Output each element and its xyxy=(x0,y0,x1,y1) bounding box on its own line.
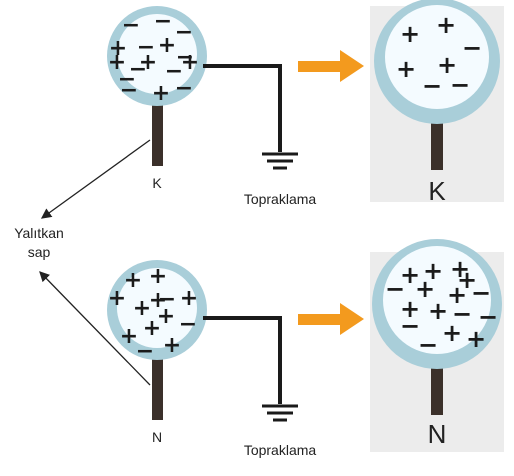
negative-charge-sign: − xyxy=(176,45,194,70)
ground-symbol-bottom xyxy=(262,404,298,422)
label-k-right: K xyxy=(428,176,446,206)
negative-charge-sign: − xyxy=(154,9,172,34)
positive-charge-sign: + xyxy=(149,264,167,289)
negative-charge-sign: − xyxy=(179,312,197,337)
negative-charge-sign: − xyxy=(478,303,498,331)
positive-charge-sign: + xyxy=(109,36,127,61)
ground-label-top: Topraklama xyxy=(244,191,317,207)
positive-charge-sign: + xyxy=(466,325,486,353)
positive-charge-sign: + xyxy=(436,11,456,39)
negative-charge-sign: − xyxy=(400,312,420,340)
negative-charge-sign: − xyxy=(175,20,193,45)
positive-charge-sign: + xyxy=(442,319,462,347)
n-handle xyxy=(152,348,163,420)
negative-charge-sign: − xyxy=(418,331,438,359)
negative-charge-sign: − xyxy=(136,339,154,364)
insulating-handle-label-line2: sap xyxy=(28,244,51,260)
process-arrow-bottom xyxy=(298,303,364,335)
positive-charge-sign: + xyxy=(428,297,448,325)
insulating-handle-label-line1: Yalıtkan xyxy=(14,225,64,241)
ground-symbol-top xyxy=(262,152,298,170)
n-after-sphere-inner xyxy=(383,246,491,354)
positive-charge-sign: + xyxy=(133,296,151,321)
positive-charge-sign: + xyxy=(124,268,142,293)
label-n-right: N xyxy=(428,419,447,449)
n-charges-after: +++−++−++−−−++−+ xyxy=(385,255,498,359)
positive-charge-sign: + xyxy=(152,81,170,106)
positive-charge-sign: + xyxy=(400,261,420,289)
positive-charge-sign: + xyxy=(396,55,416,83)
k-after-sphere-inner xyxy=(385,5,489,109)
negative-charge-sign: − xyxy=(122,13,140,38)
positive-charge-sign: + xyxy=(423,257,443,285)
negative-charge-sign: − xyxy=(471,279,491,307)
negative-charge-sign: − xyxy=(158,287,176,312)
positive-charge-sign: + xyxy=(108,50,126,75)
negative-charge-sign: − xyxy=(129,57,147,82)
pointer-arrow-to-k-handle xyxy=(40,139,151,219)
k-sphere-inner xyxy=(117,14,197,94)
positive-charge-sign: + xyxy=(447,281,467,309)
positive-charge-sign: + xyxy=(457,266,477,294)
ground-wire-bottom xyxy=(203,316,282,404)
positive-charge-sign: + xyxy=(180,286,198,311)
negative-charge-sign: − xyxy=(175,76,193,101)
positive-charge-sign: + xyxy=(181,50,199,75)
negative-charge-sign: − xyxy=(118,67,136,92)
positive-charge-sign: + xyxy=(400,20,420,48)
n-charges-before: +++−+++−++−++ xyxy=(108,264,198,364)
positive-charge-sign: + xyxy=(415,275,435,303)
negative-charge-sign: − xyxy=(462,34,482,62)
negative-charge-sign: − xyxy=(452,300,472,328)
positive-charge-sign: + xyxy=(157,304,175,329)
k-charges-after: ++−++−− xyxy=(396,11,482,100)
ground-label-bottom: Topraklama xyxy=(244,442,317,458)
positive-charge-sign: + xyxy=(400,295,420,323)
negative-charge-sign: − xyxy=(385,275,405,303)
positive-charge-sign: + xyxy=(149,288,167,313)
positive-charge-sign: + xyxy=(450,255,470,283)
negative-charge-sign: − xyxy=(137,35,155,60)
n-sphere-inner xyxy=(117,268,197,348)
positive-charge-sign: + xyxy=(120,324,138,349)
ground-wire-top xyxy=(203,64,282,152)
positive-charge-sign: + xyxy=(139,50,157,75)
positive-charge-sign: + xyxy=(108,286,126,311)
k-charges-before: −−−+−+−+−−++−−+− xyxy=(108,9,199,106)
negative-charge-sign: − xyxy=(120,78,138,103)
positive-charge-sign: + xyxy=(158,33,176,58)
positive-charge-sign: + xyxy=(163,333,181,358)
negative-charge-sign: − xyxy=(422,72,442,100)
label-n-left: N xyxy=(152,429,162,445)
negative-charge-sign: − xyxy=(450,71,470,99)
k-handle xyxy=(152,100,163,166)
pointer-arrow-to-n-handle xyxy=(39,271,151,386)
process-arrow-top xyxy=(298,50,364,82)
positive-charge-sign: + xyxy=(143,316,161,341)
label-k-left: K xyxy=(152,175,162,191)
negative-charge-sign: − xyxy=(165,59,183,84)
positive-charge-sign: + xyxy=(437,51,457,79)
